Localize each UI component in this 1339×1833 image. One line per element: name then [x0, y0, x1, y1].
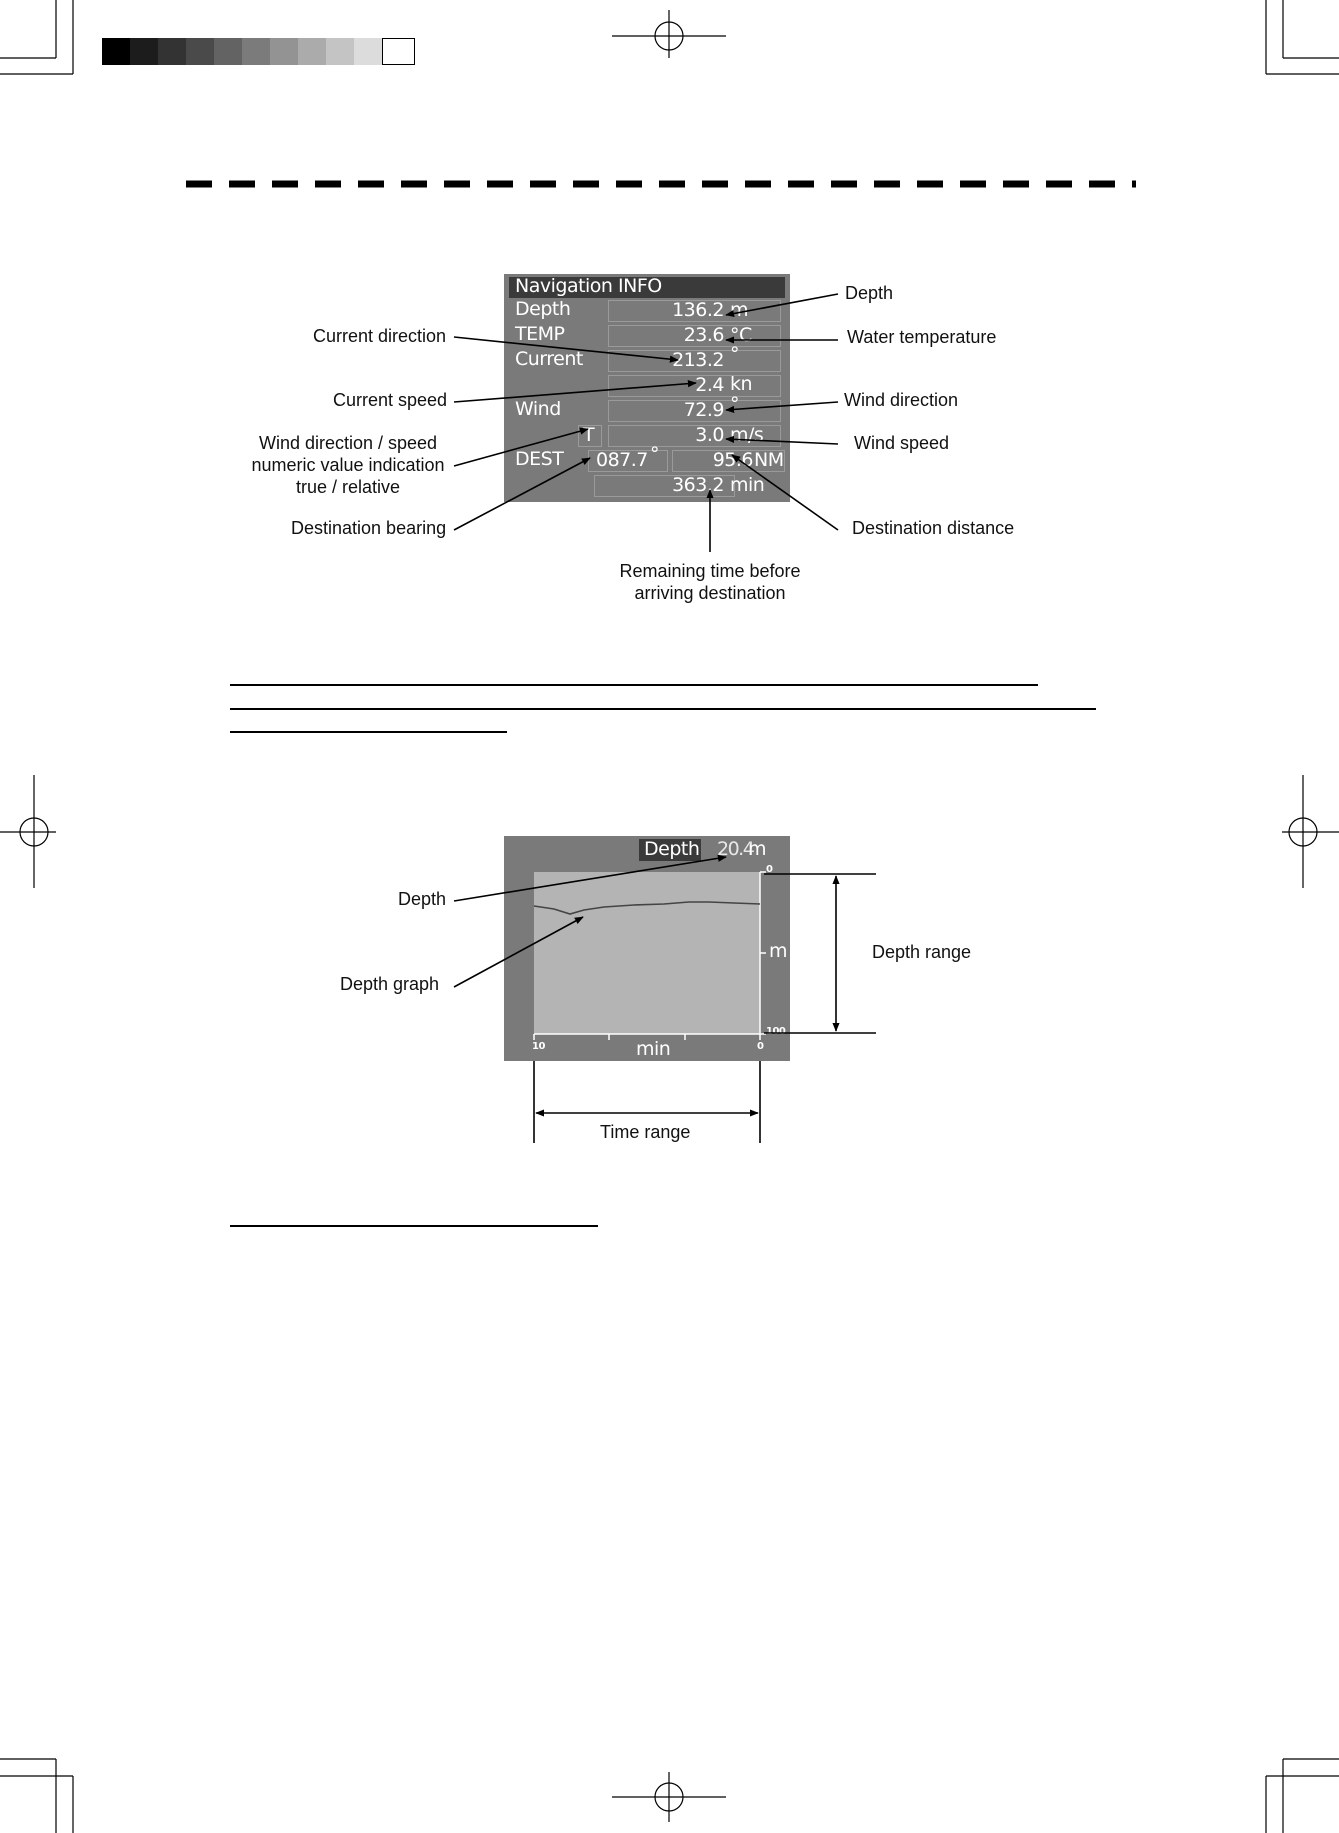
gray-swatch: [270, 38, 298, 65]
callout-wind-speed: Wind speed: [854, 433, 950, 453]
panel-title-bar: [509, 277, 785, 298]
gray-swatch: [158, 38, 186, 65]
wind-dir-field: [608, 400, 781, 422]
depth-value: 136.2: [672, 299, 724, 321]
temp-field: [608, 325, 781, 347]
callout-destination-bearing: Destination bearing: [291, 518, 447, 538]
callout-wind-mode: Wind direction / speed numeric value ind…: [240, 432, 456, 498]
depth-unit: m: [730, 299, 749, 321]
callout-depth: Depth: [845, 283, 894, 303]
gray-swatch: [354, 38, 382, 65]
x-axis-right-label: 0: [757, 1041, 764, 1052]
placeholder-rule: [230, 731, 507, 733]
callout-remaining-time-line1: Remaining time before: [619, 561, 801, 581]
callout-depth-range: Depth range: [872, 942, 972, 962]
dest-bearing-unit: °: [650, 443, 660, 465]
callout-water-temperature: Water temperature: [847, 327, 997, 347]
callout-current-speed: Current speed: [333, 390, 448, 410]
y-axis-bottom-label: 100: [766, 1026, 786, 1037]
depth-graph-panel: Depth 20.4 m 0 m 100 10 min 0: [504, 836, 790, 1061]
gray-swatch: [382, 38, 415, 65]
placeholder-rule: [230, 1225, 598, 1227]
wind-speed-value: 3.0: [695, 424, 724, 446]
current-label: Current: [515, 348, 583, 370]
wind-dir-value: 72.9: [683, 399, 725, 421]
placeholder-rule: [230, 684, 1038, 686]
gray-swatch: [242, 38, 270, 65]
gray-swatch: [214, 38, 242, 65]
temp-value: 23.6: [683, 324, 725, 346]
placeholder-rule: [230, 708, 1096, 710]
depth-graph-lines: [533, 871, 766, 1040]
wind-mode-value: T: [583, 424, 595, 446]
gray-swatch: [326, 38, 354, 65]
depth-plot-area: [534, 872, 760, 1034]
current-dir-field: [608, 350, 781, 372]
x-axis-left-label: 10: [532, 1041, 545, 1052]
navigation-info-panel: Navigation INFO Depth TEMP Current Wind …: [504, 274, 790, 502]
gray-swatch: [298, 38, 326, 65]
callout-depth-graph: Depth graph: [340, 974, 440, 994]
dest-time-unit: min: [730, 474, 765, 496]
callout-remaining-time-line2: arriving destination: [634, 583, 786, 603]
callout-time-range: Time range: [600, 1122, 691, 1142]
callout-wind-mode-line3: true / relative: [295, 477, 401, 497]
x-axis-unit: min: [636, 1038, 671, 1060]
grayscale-strip: [102, 19, 415, 65]
wind-speed-field: [608, 425, 781, 447]
depth-graph-trace: [533, 901, 761, 915]
header-dashed-rule: [186, 180, 1136, 188]
current-speed-unit: kn: [730, 373, 753, 395]
wind-dir-unit: °: [730, 393, 740, 415]
depth-current-unit: m: [748, 838, 767, 860]
callout-current-direction: Current direction: [313, 326, 447, 346]
dest-label: DEST: [515, 448, 564, 470]
panel-title: Navigation INFO: [515, 275, 662, 297]
y-axis-unit: m: [769, 940, 788, 962]
gray-swatch: [186, 38, 214, 65]
wind-label: Wind: [515, 398, 561, 420]
callout-depth-value: Depth: [398, 889, 447, 909]
dest-bearing-value: 087.7: [596, 449, 648, 471]
dest-time-field: [594, 475, 735, 497]
gray-swatch: [102, 38, 130, 65]
dest-distance-unit: NM: [754, 449, 784, 471]
depth-title: Depth: [644, 838, 700, 860]
current-speed-field: [608, 375, 781, 397]
gray-swatch: [130, 38, 158, 65]
current-dir-unit: °: [730, 343, 740, 365]
dest-distance-field: [672, 450, 785, 472]
depth-field: [608, 300, 781, 322]
current-dir-value: 213.2: [672, 349, 724, 371]
depth-current-value: 20.4: [717, 838, 755, 860]
temp-label: TEMP: [515, 323, 565, 345]
callout-wind-direction: Wind direction: [844, 390, 959, 410]
callout-wind-mode-line1: Wind direction / speed: [258, 433, 438, 453]
callout-destination-distance: Destination distance: [852, 518, 1015, 538]
depth-title-box: [639, 839, 701, 861]
current-speed-value: 2.4: [695, 374, 724, 396]
callout-wind-mode-line2: numeric value indication: [251, 455, 445, 475]
y-axis-top-label: 0: [766, 864, 773, 875]
callout-remaining-time: Remaining time before arriving destinati…: [590, 560, 830, 604]
wind-mode-field: [578, 425, 602, 447]
depth-label: Depth: [515, 298, 571, 320]
